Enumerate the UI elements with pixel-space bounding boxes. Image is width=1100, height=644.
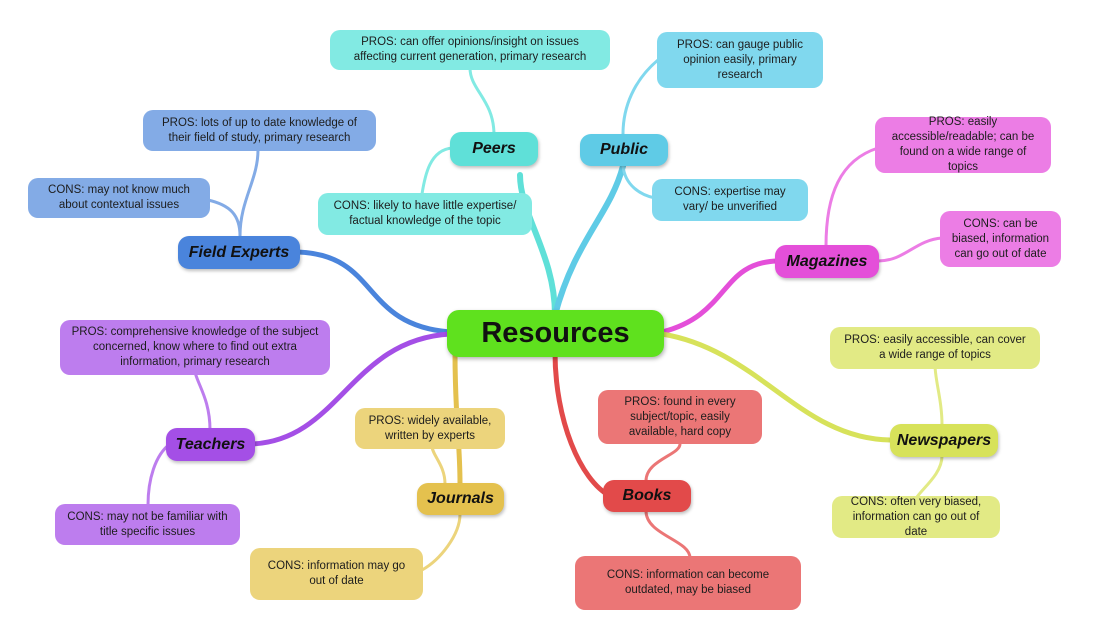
field-experts-pros-note: PROS: lots of up to date knowledge of th… [143, 110, 376, 151]
link-central-peers [517, 172, 558, 318]
books-cons-note: CONS: information can become outdated, m… [575, 556, 801, 610]
branch-journals-label: Journals [427, 490, 494, 507]
link-magazines-pros [824, 146, 880, 248]
teachers-cons-note: CONS: may not be familiar with title spe… [55, 504, 240, 545]
link-public-pros [621, 58, 660, 136]
magazines-pros-text: PROS: easily accessible/readable; can be… [891, 116, 1035, 173]
link-books-cons [644, 509, 692, 560]
newspapers-cons-text: CONS: often very biased, information can… [850, 495, 982, 538]
link-books-pros [644, 442, 682, 483]
peers-cons-text: CONS: likely to have little expertise/ f… [333, 200, 517, 227]
link-central-books [552, 349, 613, 499]
magazines-cons-text: CONS: can be biased, information can go … [951, 217, 1050, 260]
link-central-magazines [659, 258, 781, 335]
link-field-experts-pros [238, 148, 260, 238]
peers-pros-note: PROS: can offer opinions/insight on issu… [330, 30, 610, 70]
branch-peers-label: Peers [472, 140, 516, 157]
journals-cons-text: CONS: information may go out of date [267, 560, 406, 587]
newspapers-pros-text: PROS: easily accessible, can cover a wid… [844, 334, 1026, 361]
branch-newspapers-label: Newspapers [896, 431, 992, 449]
link-central-newspapers [659, 331, 895, 443]
magazines-pros-note: PROS: easily accessible/readable; can be… [875, 116, 1051, 173]
link-peers-pros [468, 66, 496, 137]
field-experts-cons-text: CONS: may not know much about contextual… [48, 184, 190, 211]
branch-public[interactable]: Public [580, 134, 668, 166]
newspapers-cons-note: CONS: often very biased, information can… [832, 496, 1000, 538]
public-cons-note: CONS: expertise may vary/ be unverified [652, 179, 808, 221]
link-central-field-experts [295, 249, 453, 335]
link-central-public [552, 163, 626, 318]
books-pros-note: PROS: found in every subject/topic, easi… [598, 390, 762, 444]
books-pros-text: PROS: found in every subject/topic, easi… [624, 395, 736, 438]
branch-peers[interactable]: Peers [450, 132, 538, 166]
link-magazines-cons [876, 236, 944, 263]
link-field-experts-cons [206, 198, 242, 238]
journals-cons-note: CONS: information may go out of date [250, 548, 423, 600]
branch-field-experts[interactable]: Field Experts [178, 236, 300, 269]
journals-pros-text: PROS: widely available, written by exper… [368, 414, 492, 442]
newspapers-pros-note: PROS: easily accessible, can cover a wid… [830, 327, 1040, 369]
journals-pros-note: PROS: widely available, written by exper… [355, 408, 505, 449]
link-peers-cons [420, 146, 454, 196]
books-cons-text: CONS: information can become outdated, m… [606, 569, 770, 596]
link-newspapers-cons [913, 454, 944, 502]
link-central-teachers [249, 331, 453, 447]
public-pros-text: PROS: can gauge public opinion easily, p… [677, 38, 803, 81]
peers-cons-note: CONS: likely to have little expertise/ f… [318, 193, 532, 235]
branch-books-label: Books [622, 487, 672, 504]
branch-field-experts-label: Field Experts [188, 243, 290, 261]
link-teachers-pros [193, 370, 212, 432]
field-experts-pros-text: PROS: lots of up to date knowledge of th… [162, 116, 357, 144]
magazines-cons-note: CONS: can be biased, information can go … [940, 211, 1061, 267]
teachers-pros-note: PROS: comprehensive knowledge of the sub… [60, 320, 330, 375]
branch-books[interactable]: Books [603, 480, 691, 512]
link-journals-cons [420, 512, 462, 572]
branch-public-label: Public [599, 141, 648, 158]
branch-magazines[interactable]: Magazines [775, 245, 879, 278]
central-node-label: Resources [481, 317, 630, 349]
peers-pros-text: PROS: can offer opinions/insight on issu… [353, 36, 587, 63]
teachers-pros-text: PROS: comprehensive knowledge of the sub… [71, 326, 319, 368]
public-cons-text: CONS: expertise may vary/ be unverified [674, 186, 786, 213]
link-journals-pros [430, 444, 447, 486]
branch-magazines-label: Magazines [786, 252, 868, 270]
branch-newspapers[interactable]: Newspapers [890, 424, 998, 457]
branch-teachers-label: Teachers [175, 435, 246, 453]
public-pros-note: PROS: can gauge public opinion easily, p… [657, 32, 823, 88]
link-newspapers-pros [933, 363, 944, 427]
teachers-cons-text: CONS: may not be familiar with title spe… [67, 510, 228, 538]
field-experts-cons-note: CONS: may not know much about contextual… [28, 178, 210, 218]
link-public-cons [621, 164, 657, 200]
central-node[interactable]: Resources [447, 310, 664, 357]
branch-journals[interactable]: Journals [417, 483, 504, 515]
branch-teachers[interactable]: Teachers [166, 428, 255, 461]
